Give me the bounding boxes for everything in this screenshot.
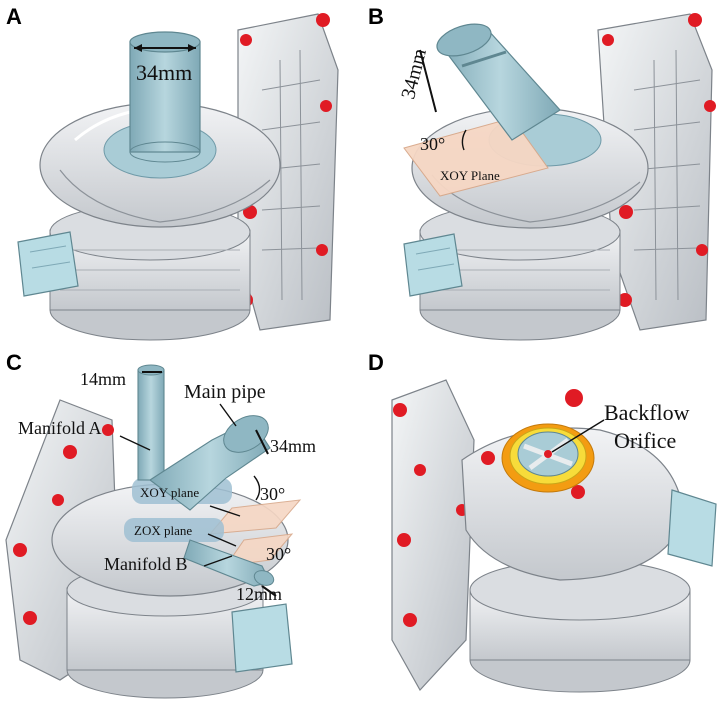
angle-label-b: 30° bbox=[420, 134, 445, 154]
bolt-hole-icon bbox=[316, 13, 330, 27]
electrical-connector-a bbox=[17, 231, 79, 297]
mounting-plate-d bbox=[391, 379, 475, 692]
bolt-hole-icon bbox=[619, 205, 633, 219]
backflow-leader bbox=[551, 419, 605, 453]
bolt-hole-icon bbox=[565, 389, 583, 407]
bottom-diameter-arrow bbox=[261, 585, 277, 597]
panel-letter-d: D bbox=[368, 350, 384, 375]
bolt-hole-icon bbox=[618, 293, 632, 307]
main-pipe-label: Main pipe bbox=[184, 381, 266, 403]
pipe-diameter-label-a: 34mm bbox=[136, 60, 192, 85]
main-diameter-label: 34mm bbox=[270, 436, 316, 456]
main-pipe-leader bbox=[219, 403, 237, 427]
angle-lower-label: 30° bbox=[266, 544, 291, 564]
motor-body-b bbox=[419, 203, 621, 341]
electrical-connector-b bbox=[403, 233, 463, 297]
bolt-hole-icon bbox=[240, 34, 252, 46]
panel-b: B bbox=[368, 4, 716, 341]
manifold-b-leader bbox=[203, 555, 233, 567]
manifold-a-label: Manifold A bbox=[18, 418, 102, 438]
bottom-diameter-label: 12mm bbox=[236, 584, 282, 604]
backflow-label-line1: Backflow bbox=[604, 400, 690, 425]
bolt-hole-icon bbox=[23, 611, 37, 625]
manifold-a-pipe bbox=[137, 369, 165, 481]
bolt-hole-icon bbox=[481, 451, 495, 465]
panel-letter-b: B bbox=[368, 4, 384, 29]
zox-plane-label-c: ZOX plane bbox=[134, 523, 192, 538]
mounting-plate-b bbox=[597, 13, 716, 331]
electrical-connector-c bbox=[231, 603, 293, 673]
angle-arc-b bbox=[461, 129, 467, 151]
zox-leader bbox=[207, 533, 237, 547]
panel-a: A bbox=[6, 4, 339, 341]
motor-body-d bbox=[469, 559, 691, 693]
bolt-hole-icon bbox=[320, 100, 332, 112]
xoy-plane-label-c: XOY plane bbox=[140, 485, 199, 500]
bolt-hole-icon bbox=[696, 244, 708, 256]
electrical-connector-d bbox=[667, 489, 717, 567]
bolt-hole-icon bbox=[13, 543, 27, 557]
angle-arc-upper bbox=[253, 475, 261, 501]
bolt-hole-icon bbox=[403, 613, 417, 627]
backflow-orifice-icon bbox=[544, 450, 552, 458]
straight-pipe-a bbox=[129, 31, 201, 163]
main-diameter-arrow bbox=[255, 429, 269, 455]
panel-letter-a: A bbox=[6, 4, 22, 29]
bolt-hole-icon bbox=[602, 34, 614, 46]
bolt-hole-icon bbox=[688, 13, 702, 27]
panel-d: D B bbox=[368, 350, 717, 693]
angled-pipe-b bbox=[436, 23, 561, 141]
bolt-hole-icon bbox=[393, 403, 407, 417]
panel-letter-c: C bbox=[6, 350, 22, 375]
zox-plane-band bbox=[124, 518, 224, 542]
bolt-hole-icon bbox=[571, 485, 585, 499]
diameter-arrow-b bbox=[419, 49, 437, 113]
bolt-hole-icon bbox=[63, 445, 77, 459]
impeller-inlet-d bbox=[501, 423, 595, 493]
manifold-a-leader bbox=[119, 435, 151, 451]
xoy-plane-label-b: XOY Plane bbox=[440, 168, 500, 183]
bolt-hole-icon bbox=[414, 464, 426, 476]
manifold-b-label: Manifold B bbox=[104, 554, 188, 574]
bolt-hole-icon bbox=[397, 533, 411, 547]
bolt-hole-icon bbox=[52, 494, 64, 506]
xoy-leader bbox=[209, 505, 241, 517]
backflow-label-line2: Orifice bbox=[614, 428, 676, 453]
bolt-hole-icon bbox=[316, 244, 328, 256]
panel-c: C bbox=[5, 350, 316, 699]
angle-upper-label: 30° bbox=[260, 484, 285, 504]
bolt-hole-icon bbox=[704, 100, 716, 112]
top-diameter-label: 14mm bbox=[80, 369, 126, 389]
bolt-hole-icon bbox=[102, 424, 114, 436]
